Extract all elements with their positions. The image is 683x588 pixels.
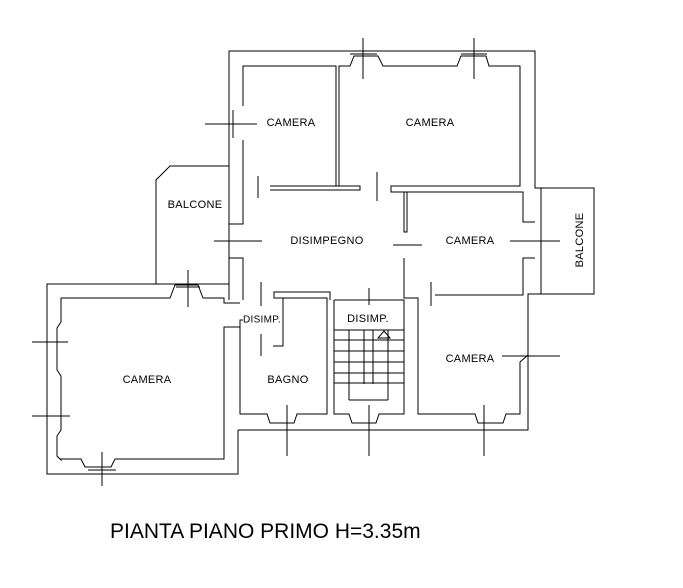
- room-label-balcone-w: BALCONE: [167, 199, 223, 211]
- room-label-camera-se: CAMERA: [445, 353, 495, 365]
- staircase: [334, 329, 404, 401]
- room-label-disimpegno: DISIMPEGNO: [290, 235, 364, 247]
- room-label-camera-nw: CAMERA: [266, 117, 316, 129]
- room-label-disimp-1: DISIMP.: [242, 314, 282, 326]
- room-label-camera-n: CAMERA: [405, 117, 455, 129]
- room-label-balcone-e: BALCONE: [574, 212, 586, 268]
- room-label-bagno: BAGNO: [267, 374, 309, 386]
- plan-title: PIANTA PIANO PRIMO H=3.35m: [110, 520, 421, 543]
- window-markers: [32, 38, 560, 486]
- outer-walls: [46, 50, 595, 475]
- room-label-camera-sw: CAMERA: [122, 374, 172, 386]
- room-label-disimp-2: DISIMP.: [347, 313, 389, 325]
- room-label-camera-e: CAMERA: [445, 235, 495, 247]
